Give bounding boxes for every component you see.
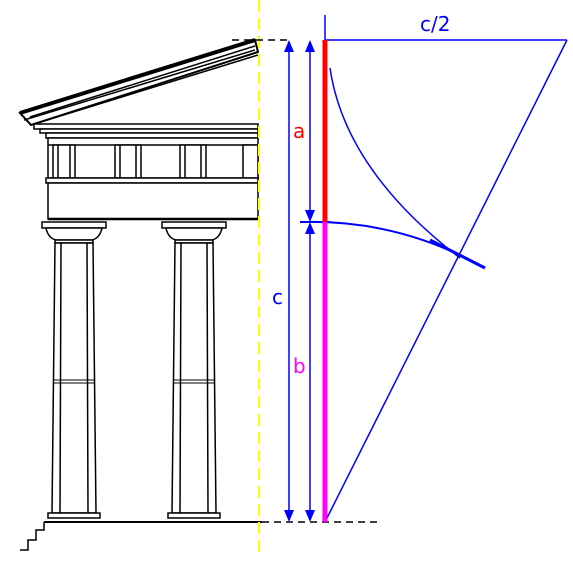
pediment [18,38,260,127]
a-arrow-top [305,40,315,52]
b-arrow-top [305,222,315,234]
arc-upper [329,67,461,259]
frieze [47,137,259,179]
column-right [161,221,227,519]
a-arrow-bottom [305,210,315,222]
cornice [33,123,259,139]
temple-elevation [18,38,262,551]
arc-lower-extension [429,238,486,270]
label-c: c [272,285,283,309]
label-a: a [293,119,305,143]
label-b: b [293,354,306,378]
column-left [41,221,107,519]
arc-lower [304,220,486,269]
label-half-c: c/2 [420,12,450,36]
hypotenuse-line [324,39,568,523]
dimension-arrows [284,40,330,522]
b-arrow-bottom [305,510,315,522]
reference-lines [232,39,380,523]
stylobate [20,521,262,551]
architrave [45,177,259,221]
construction-lines [304,15,568,523]
c-arrow-bottom [284,510,294,522]
c-arrow-top [284,40,294,52]
